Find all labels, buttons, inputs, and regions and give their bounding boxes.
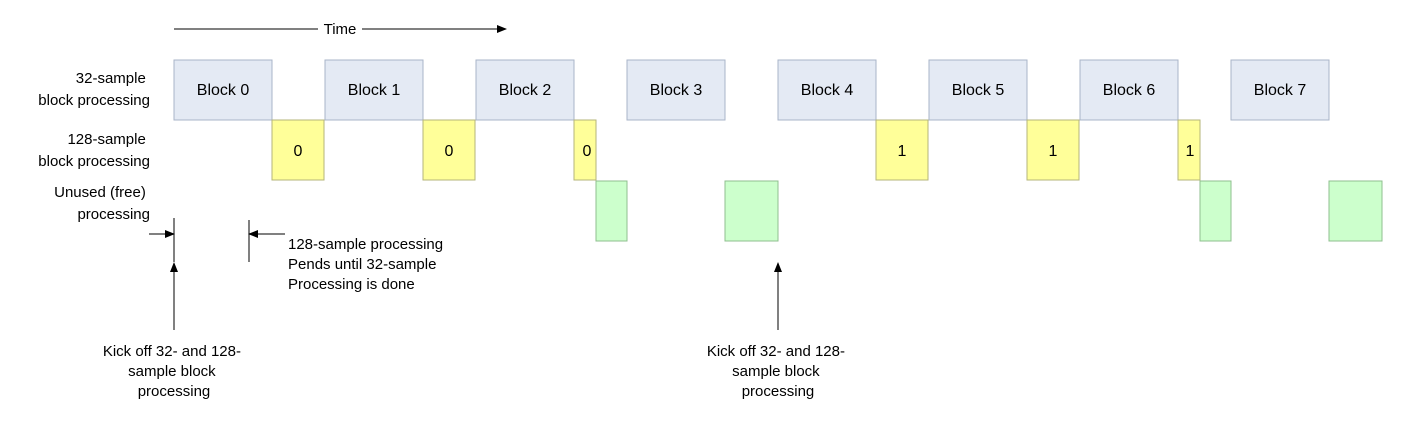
svg-text:Block 6: Block 6: [1103, 82, 1156, 99]
svg-text:Block 1: Block 1: [348, 82, 401, 99]
svg-text:Block 0: Block 0: [197, 82, 250, 99]
svg-text:1: 1: [1186, 143, 1195, 160]
pending-annotation-text: 128-sample processing Pends until 32-sam…: [288, 236, 447, 293]
unused-block: [1199, 180, 1232, 242]
block-128-1a: 1: [875, 119, 929, 181]
row-unused-blocks: [595, 180, 1383, 242]
pending-annotation: 128-sample processing Pends until 32-sam…: [149, 218, 447, 293]
block-32-7: Block 7: [1230, 59, 1330, 121]
row-label-unused: Unused (free) processing: [54, 184, 150, 223]
unused-block: [595, 180, 628, 242]
svg-text:Block 7: Block 7: [1254, 82, 1307, 99]
block-128-0b: 0: [422, 119, 476, 181]
row-label-128-sample: 128-sample block processing: [38, 131, 150, 170]
block-32-0: Block 0: [173, 59, 273, 121]
svg-text:0: 0: [583, 143, 592, 160]
unused-block: [1328, 180, 1383, 242]
block-128-0c: 0: [573, 119, 597, 181]
svg-text:Block 4: Block 4: [801, 82, 854, 99]
svg-text:1: 1: [898, 143, 907, 160]
block-32-3: Block 3: [626, 59, 726, 121]
kickoff-text-mid: Kick off 32- and 128- sample block proce…: [707, 343, 849, 400]
block-32-5: Block 5: [928, 59, 1028, 121]
svg-text:0: 0: [294, 143, 303, 160]
kickoff-text-left: Kick off 32- and 128- sample block proce…: [103, 343, 245, 400]
svg-text:Block 2: Block 2: [499, 82, 552, 99]
time-axis: Time: [174, 21, 507, 38]
svg-text:Block 3: Block 3: [650, 82, 703, 99]
kickoff-annotation-left: Kick off 32- and 128- sample block proce…: [103, 262, 245, 400]
row-32-sample-blocks: Block 0 Block 1 Block 2 Block 3 Block 4 …: [173, 59, 1330, 121]
block-32-6: Block 6: [1079, 59, 1179, 121]
kickoff-annotation-mid: Kick off 32- and 128- sample block proce…: [707, 262, 849, 400]
time-label: Time: [324, 21, 357, 38]
row-label-32-sample: 32-sample block processing: [38, 70, 150, 109]
row-128-sample-blocks: 0 0 0 1 1 1: [271, 119, 1201, 181]
block-32-2: Block 2: [475, 59, 575, 121]
block-128-1c: 1: [1177, 119, 1201, 181]
block-32-4: Block 4: [777, 59, 877, 121]
svg-text:0: 0: [445, 143, 454, 160]
svg-text:Block 5: Block 5: [952, 82, 1005, 99]
block-128-0a: 0: [271, 119, 325, 181]
block-128-1b: 1: [1026, 119, 1080, 181]
unused-block: [724, 180, 779, 242]
row-labels: 32-sample block processing 128-sample bl…: [38, 70, 150, 223]
block-32-1: Block 1: [324, 59, 424, 121]
svg-text:1: 1: [1049, 143, 1058, 160]
